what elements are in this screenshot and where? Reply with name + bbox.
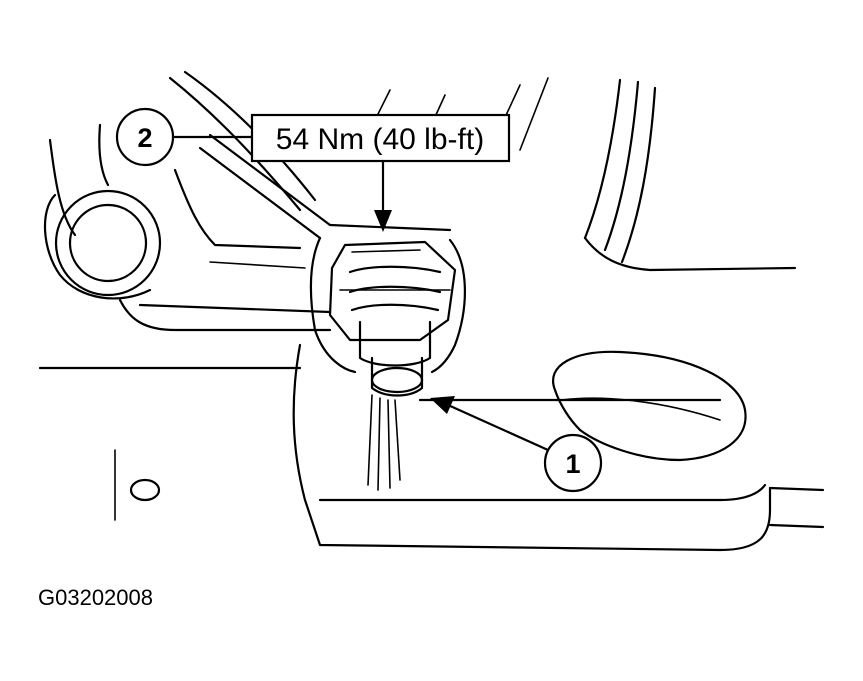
left-bracket xyxy=(43,123,332,332)
callout-1-arrow-head xyxy=(430,396,455,414)
callout-1-number: 1 xyxy=(565,449,580,479)
lower-housing xyxy=(38,343,825,552)
torque-arrow-head xyxy=(374,210,392,232)
torque-label-box xyxy=(250,113,511,163)
callout-1: 1 xyxy=(430,396,603,493)
figure-id: G03202008 xyxy=(38,585,153,610)
torque-spec-label: 54 Nm (40 lb-ft) xyxy=(276,123,484,156)
upper-housing xyxy=(168,70,797,272)
sensor xyxy=(309,223,466,491)
callout-2-number: 2 xyxy=(137,123,152,153)
callout-1-leader xyxy=(446,403,550,452)
callout-2: 2 54 Nm (40 lb-ft) xyxy=(115,107,511,232)
